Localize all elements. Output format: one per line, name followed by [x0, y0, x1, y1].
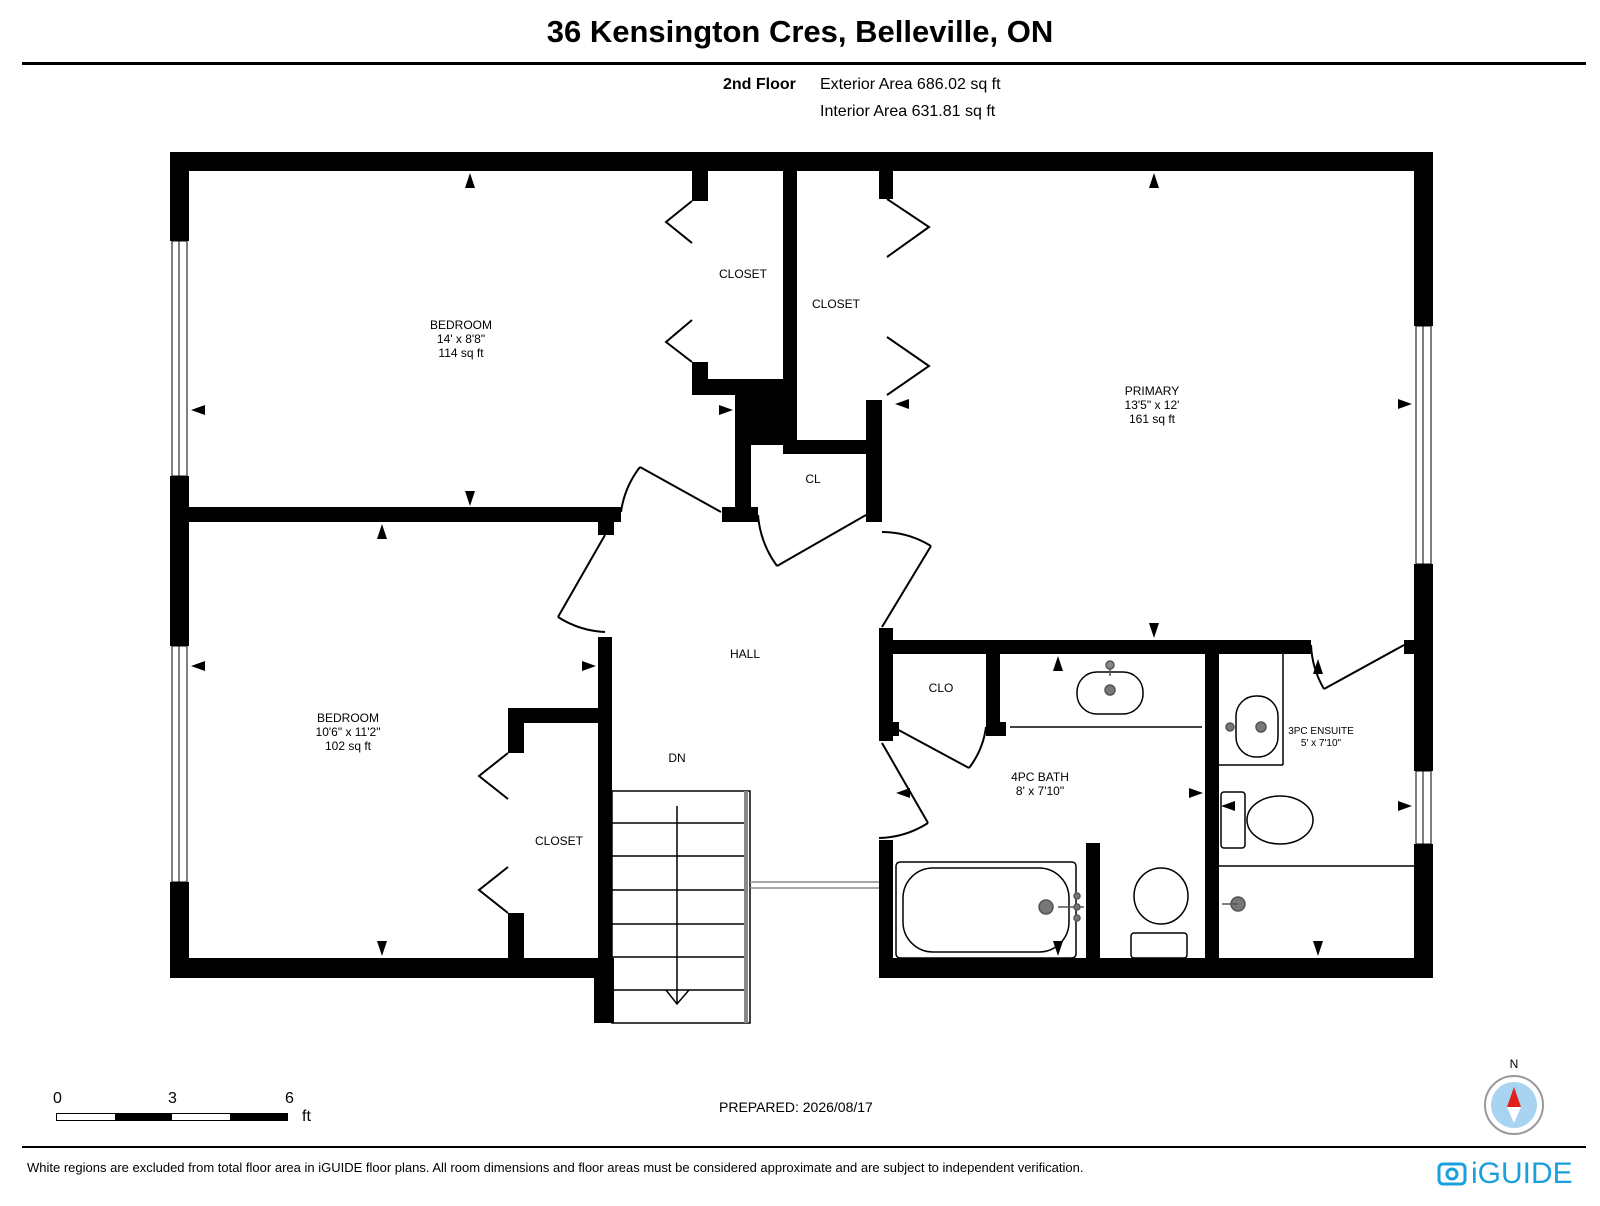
clo-label: CLO	[929, 681, 954, 695]
ensuite3pc-dims: 5' x 7'10"	[1301, 738, 1342, 749]
fixture-details	[1038, 660, 1267, 922]
stairs	[611, 790, 879, 1024]
closet-primary-label: CLOSET	[812, 297, 861, 311]
room-labels: BEDROOM 14' x 8'8" 114 sq ft BEDROOM 10'…	[316, 267, 1355, 848]
scale-bar: 0 3 6 ft	[53, 1090, 316, 1130]
primary-area: 161 sq ft	[1129, 412, 1176, 426]
footer-divider	[22, 1146, 1586, 1148]
iguide-logo: iGUIDE	[1437, 1154, 1577, 1194]
primary-dims: 13'5" x 12'	[1125, 398, 1180, 412]
windows	[171, 240, 1432, 883]
scale-tick-6: 6	[285, 1090, 294, 1107]
closet-bedroom1-label: CLOSET	[719, 267, 768, 281]
compass-north-label: N	[1510, 1057, 1519, 1071]
ensuite3pc-name: 3PC ENSUITE	[1288, 726, 1354, 737]
iguide-logo-text: iGUIDE	[1471, 1157, 1573, 1190]
closet-bedroom2-label: CLOSET	[535, 834, 584, 848]
doors	[477, 198, 1405, 914]
bedroom1-dims: 14' x 8'8"	[437, 332, 485, 346]
bath4pc-name: 4PC BATH	[1011, 770, 1069, 784]
bath-toilet	[1133, 867, 1189, 925]
bedroom2-name: BEDROOM	[317, 711, 379, 725]
bath4pc-dims: 8' x 7'10"	[1016, 784, 1064, 798]
scale-bar-graphic	[56, 1113, 288, 1121]
property-address-title: 36 Kensington Cres, Belleville, ON	[546, 14, 1054, 49]
compass-icon: N	[1484, 1057, 1544, 1135]
stairs-down-label: DN	[668, 751, 685, 765]
cl-label: CL	[805, 472, 821, 486]
disclaimer-text: White regions are excluded from total fl…	[27, 1160, 1084, 1175]
measurement-arrows	[191, 173, 1412, 956]
hall-label: HALL	[730, 647, 760, 661]
interior-walls	[189, 171, 1433, 978]
bedroom1-name: BEDROOM	[430, 318, 492, 332]
ensuite-sink	[1235, 695, 1279, 758]
ensuite-toilet-tank	[1220, 791, 1246, 849]
scale-tick-3: 3	[168, 1090, 177, 1107]
exterior-area: Exterior Area 686.02 sq ft	[820, 76, 1001, 93]
bedroom1-area: 114 sq ft	[438, 346, 484, 360]
bedroom2-area: 102 sq ft	[325, 739, 372, 753]
header-divider	[22, 62, 1586, 65]
interior-area: Interior Area 631.81 sq ft	[820, 103, 996, 120]
scale-unit: ft	[302, 1108, 311, 1125]
bedroom2-dims: 10'6" x 11'2"	[316, 725, 381, 739]
exterior-walls	[170, 152, 1433, 1023]
iguide-logo-icon	[1437, 1162, 1467, 1186]
primary-name: PRIMARY	[1125, 384, 1179, 398]
prepared-date: PREPARED: 2026/08/17	[719, 1099, 873, 1115]
floor-label: 2nd Floor	[723, 76, 796, 93]
scale-tick-0: 0	[53, 1090, 62, 1107]
fixtures	[895, 654, 1414, 959]
